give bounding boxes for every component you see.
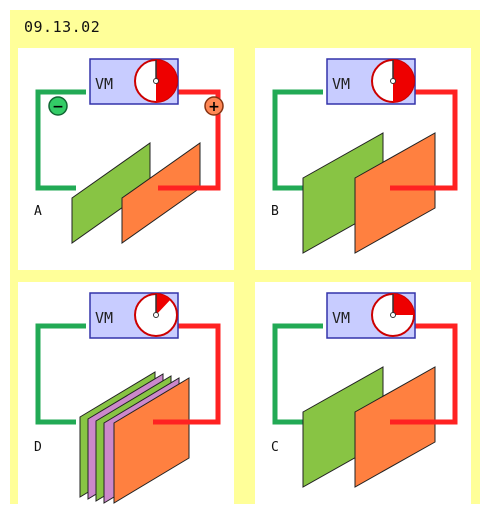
meter-reading bbox=[156, 294, 171, 315]
figure-title: 09.13.02 bbox=[24, 18, 101, 36]
negative-wire bbox=[272, 323, 323, 425]
positive-plate bbox=[354, 132, 436, 254]
meter-pivot bbox=[153, 78, 159, 84]
panel-b-diagram: VM bbox=[272, 58, 458, 254]
panel-d: VM D bbox=[18, 282, 234, 504]
meter-pivot bbox=[390, 78, 396, 84]
positive-sign-glyph: + bbox=[208, 99, 220, 115]
voltmeter-label: VM bbox=[95, 75, 113, 93]
negative-sign-glyph: − bbox=[52, 99, 64, 115]
positive-plate bbox=[354, 366, 436, 488]
panel-b-label: B bbox=[271, 204, 279, 219]
negative-wire bbox=[35, 89, 86, 191]
voltmeter-label: VM bbox=[332, 75, 350, 93]
panel-a-label: A bbox=[34, 204, 42, 219]
panel-b: VM B bbox=[255, 48, 471, 270]
meter-pivot bbox=[153, 312, 159, 318]
panel-c-label: C bbox=[271, 440, 279, 455]
panel-d-label: D bbox=[34, 440, 42, 455]
positive-sign-icon bbox=[204, 96, 224, 116]
positive-plate bbox=[113, 377, 190, 504]
meter-reading bbox=[393, 60, 414, 102]
positive-plate bbox=[121, 142, 201, 244]
panel-a-diagram: VM − + bbox=[35, 58, 224, 244]
panel-a: VM − + A bbox=[18, 48, 234, 270]
meter-reading bbox=[393, 294, 414, 315]
panel-c: VM C bbox=[255, 282, 471, 504]
negative-wire bbox=[35, 323, 86, 425]
voltmeter-label: VM bbox=[95, 309, 113, 327]
negative-sign-icon bbox=[48, 96, 68, 116]
meter-pivot bbox=[390, 312, 396, 318]
negative-wire bbox=[272, 89, 323, 191]
panel-c-diagram: VM bbox=[272, 292, 458, 488]
meter-reading bbox=[156, 60, 177, 102]
panel-d-diagram: VM bbox=[35, 292, 221, 504]
voltmeter-label: VM bbox=[332, 309, 350, 327]
